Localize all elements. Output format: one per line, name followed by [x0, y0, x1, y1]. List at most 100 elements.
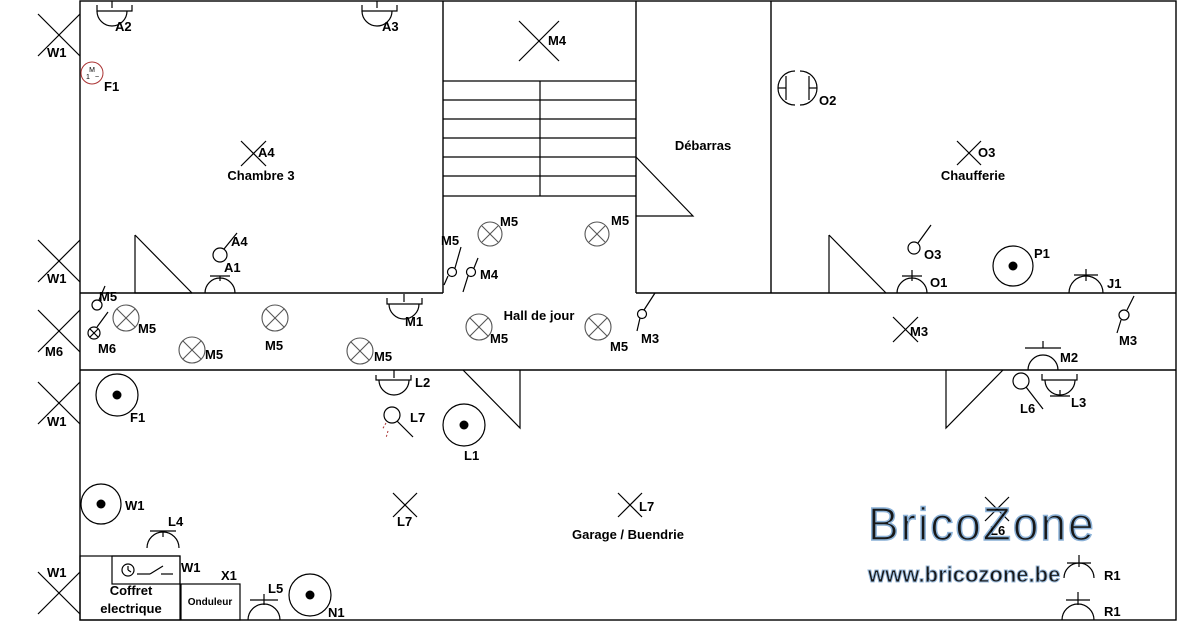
socket-icon: [1068, 269, 1104, 294]
crossed-circle-icon: [584, 313, 612, 341]
label-r1-upper: R1: [1104, 568, 1121, 583]
label-a4-ceiling: A4: [258, 145, 275, 160]
watermark-url: www.bricozone.be: [867, 562, 1060, 587]
label-m5-c: M5: [138, 321, 156, 336]
door-chambre: [134, 235, 192, 294]
label-w1-d: W1: [47, 565, 67, 580]
svg-text:~: ~: [95, 74, 99, 81]
window-icon: [37, 239, 81, 283]
window-icon: [37, 309, 81, 353]
label-a3: A3: [382, 19, 399, 34]
window-symbols: W1 W1 M6 W1 W1: [37, 13, 81, 615]
label-l6-ceiling: L6: [990, 523, 1005, 538]
label-m5-sw-hall: M5: [441, 233, 459, 248]
crossed-circle-icon: [346, 337, 374, 365]
label-o3-ceiling: O3: [978, 145, 995, 160]
label-a2: A2: [115, 19, 132, 34]
watermark: BricoZone www.bricozone.be: [867, 497, 1095, 587]
cross-icon: [240, 140, 267, 167]
cross-icon: [984, 496, 1010, 522]
wall-light-icon: [386, 294, 423, 320]
socket-icon: [247, 594, 281, 621]
switch-icon: [1012, 372, 1044, 410]
label-r1: R1: [1104, 604, 1121, 619]
window-icon: [37, 381, 81, 425]
room-labels: Chambre 3 Débarras Chaufferie Hall de jo…: [227, 138, 1005, 542]
switch-icon: [1116, 295, 1135, 334]
switch-icon: [381, 406, 414, 439]
label-f1-spot: F1: [130, 410, 145, 425]
ups-box: Onduleur: [180, 583, 241, 621]
wall-light-icon: [361, 1, 398, 27]
room-label-chambre3: Chambre 3: [227, 168, 294, 183]
switch-icon: [212, 232, 238, 263]
door-debarras: [635, 156, 695, 217]
label-m5-e: M5: [205, 347, 223, 362]
label-m5-a: M5: [500, 214, 518, 229]
dot-circle-icon: [442, 403, 486, 447]
cross-icon: [617, 492, 643, 518]
label-j1: J1: [1107, 276, 1121, 291]
label-l7-ceiling-a: L7: [397, 514, 412, 529]
crossed-circle-icon: [477, 221, 503, 247]
socket-icon: [1041, 374, 1078, 397]
label-a1: A1: [224, 260, 241, 275]
crossed-circle-icon: [261, 304, 289, 332]
wall-light-icon: [96, 1, 133, 27]
window-icon: [37, 571, 81, 615]
label-m5-sw-left: M5: [99, 289, 117, 304]
label-m3-sw1: M3: [641, 331, 659, 346]
crossed-circle-icon: [584, 221, 610, 247]
label-w1-b: W1: [47, 271, 67, 286]
door-garage-left: [462, 369, 521, 430]
switch-icon: [91, 285, 106, 311]
switch-icon: [443, 246, 462, 286]
switch-icon: [462, 257, 479, 293]
room-label-chaufferie: Chaufferie: [941, 168, 1005, 183]
label-f1-fan: F1: [104, 79, 119, 94]
label-l3: L3: [1071, 395, 1086, 410]
wall-light-icon: [375, 370, 412, 396]
socket-icon: [896, 270, 928, 294]
label-l4: L4: [168, 514, 184, 529]
label-n1: N1: [328, 605, 345, 620]
label-m3-hall: M3: [910, 324, 928, 339]
label-o1: O1: [930, 275, 947, 290]
label-l7-switch: L7: [410, 410, 425, 425]
dot-circle-icon: [288, 573, 332, 617]
label-l7-ceiling-b: L7: [639, 499, 654, 514]
label-l6: L6: [1020, 401, 1035, 416]
coffret-label-line1: Coffret: [110, 583, 153, 598]
svg-text:1: 1: [86, 74, 90, 81]
cross-icon: [892, 316, 919, 343]
label-m4-switch: M4: [480, 267, 499, 282]
label-w1-a: W1: [47, 45, 67, 60]
dot-circle-icon: [95, 373, 139, 417]
crossed-circle-icon: [112, 304, 140, 332]
label-m1: M1: [405, 314, 423, 329]
cross-icon: [518, 20, 560, 62]
switch-icon: [636, 292, 656, 332]
socket-icon: [1025, 341, 1061, 371]
socket-icon: [146, 530, 180, 549]
electrical-panel: Coffret electrique: [79, 555, 181, 621]
label-w1-timer: W1: [181, 560, 201, 575]
svg-text:M: M: [89, 67, 95, 74]
cross-icon: [392, 492, 418, 518]
label-a4-switch: A4: [231, 234, 248, 249]
crossed-circle-icon: [465, 313, 493, 341]
label-m6-lamp: M6: [98, 341, 116, 356]
socket-icon: [1063, 555, 1095, 579]
label-o2: O2: [819, 93, 836, 108]
switch-icon: [907, 224, 932, 255]
room-label-debarras: Débarras: [675, 138, 731, 153]
label-m5-d: M5: [265, 338, 283, 353]
label-p1: P1: [1034, 246, 1050, 261]
label-m5-h: M5: [610, 339, 628, 354]
socket-icon: [204, 275, 236, 294]
window-icon: [37, 13, 81, 57]
dot-circle-icon: [992, 245, 1034, 287]
label-m2: M2: [1060, 350, 1078, 365]
label-o3-switch: O3: [924, 247, 941, 262]
